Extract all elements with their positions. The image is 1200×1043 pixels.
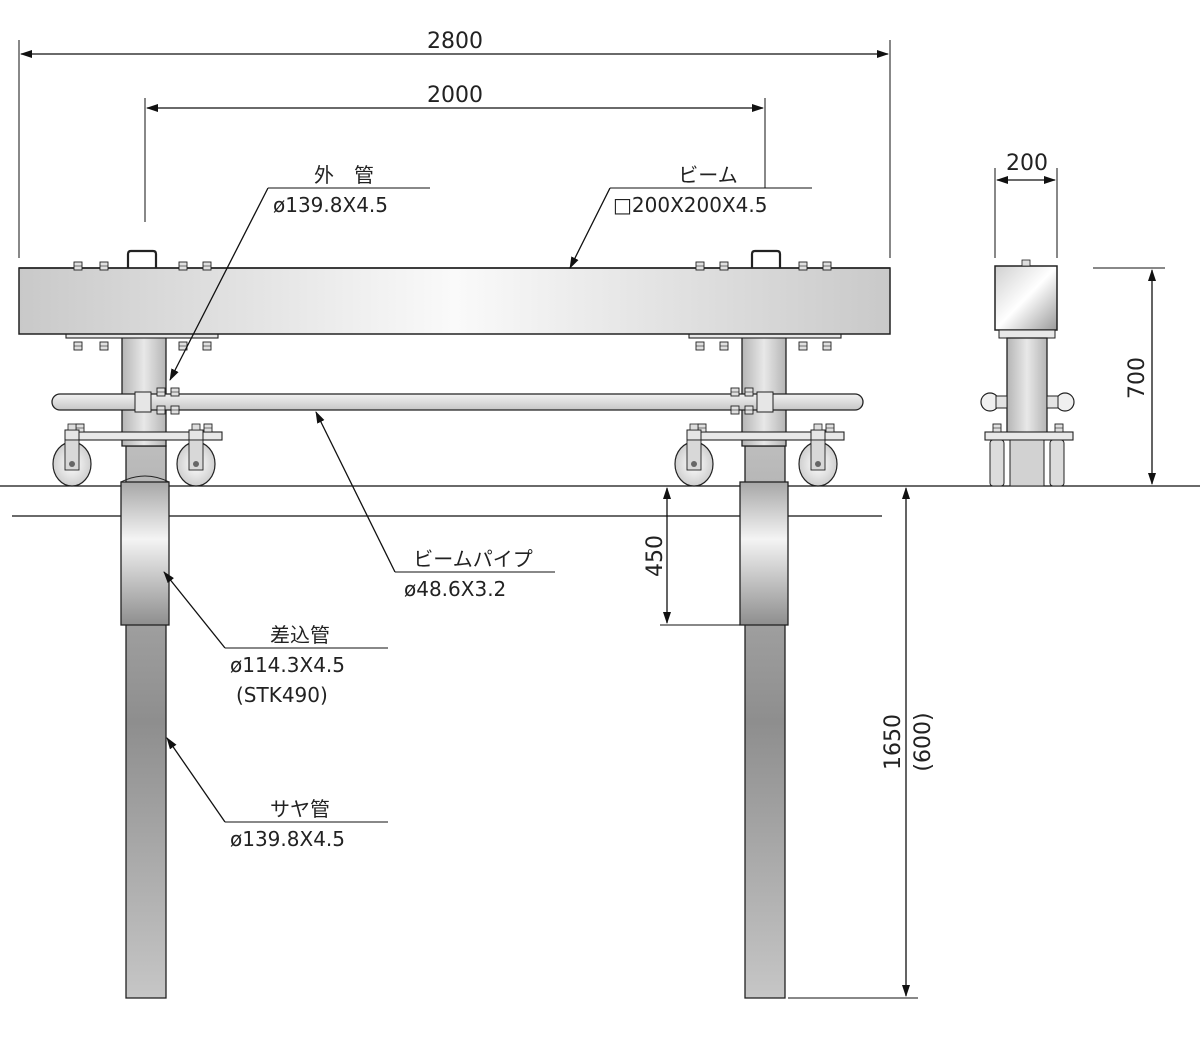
dim-450: 450 [643,535,668,577]
sheath-pipe-name: サヤ管 [270,797,330,821]
sheath-pipe-spec: ø139.8X4.5 [230,827,345,851]
beam-spec: □200X200X4.5 [613,193,767,217]
ground-lines [0,485,1200,517]
dim-2000: 2000 [427,83,483,108]
dim-2800: 2800 [427,29,483,54]
right-sheath-pipe [739,445,789,999]
dimension-post-spacing: 2000 [144,83,766,222]
left-sheath-pipe [120,445,170,999]
label-outer-pipe: 外 管 ø139.8X4.5 [169,163,430,381]
dimension-height: 700 [1093,267,1165,487]
side-view [980,259,1075,487]
dimension-overall-width: 2800 [18,29,891,258]
beam [18,267,891,335]
beam-pipe-spec: ø48.6X3.2 [404,577,506,601]
insert-pipe-spec: ø114.3X4.5 [230,653,345,677]
lifting-handles [126,249,782,268]
dim-1650: 1650 [881,714,906,770]
label-insert-pipe: 差込管 ø114.3X4.5 (STK490) [163,571,388,707]
label-sheath-pipe: サヤ管 ø139.8X4.5 [166,737,388,851]
dimension-embed-depth: 1650 (600) [788,487,936,999]
outer-pipe-spec: ø139.8X4.5 [273,193,388,217]
dim-600: (600) [911,712,936,771]
dim-700: 700 [1125,357,1150,399]
right-caster-assembly [674,423,845,487]
beam-name: ビーム [678,163,737,187]
dimension-sleeve-depth: 450 [643,487,740,626]
insert-pipe-material: (STK490) [236,683,328,707]
beam-pipe-name: ビームパイプ [413,547,532,571]
outer-pipe-name: 外 管 [314,163,374,187]
left-caster-assembly [52,423,223,487]
label-beam-pipe: ビームパイプ ø48.6X3.2 [315,411,555,601]
insert-pipe-name: 差込管 [270,623,330,647]
beam-pipe [51,387,864,415]
dimension-beam-width: 200 [994,151,1058,258]
label-beam: ビーム □200X200X4.5 [569,163,812,269]
dim-200: 200 [1006,151,1048,176]
